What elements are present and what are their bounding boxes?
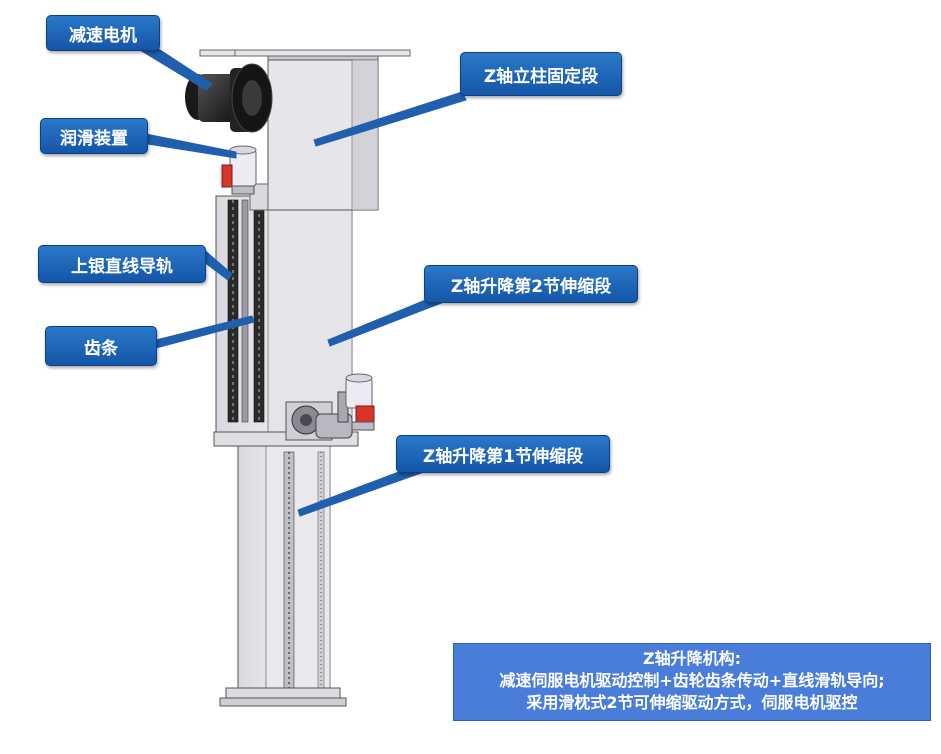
reducer-motor: [185, 63, 273, 133]
label-linear-guide: 上银直线导轨: [38, 245, 206, 283]
summary-line-2: 采用滑枕式2节可伸缩驱动方式，伺服电机驱控: [526, 693, 858, 712]
label-stage2: Z轴升降第2节伸缩段: [424, 265, 638, 303]
label-fixed-column: Z轴立柱固定段: [460, 52, 622, 96]
leader-lubrication: [145, 133, 237, 159]
fixed-column-section: [249, 55, 379, 211]
summary-line-1: 减速伺服电机驱动控制+齿轮齿条传动+直线滑轨导向;: [499, 671, 885, 690]
stage1-telescopic-section: [219, 445, 347, 707]
top-mounting-plate: [199, 49, 411, 57]
drive-gearbox-assembly: [285, 373, 375, 441]
leader-fixed-column: [313, 91, 467, 147]
label-rack: 齿条: [45, 326, 157, 366]
leader-lines: [139, 41, 467, 517]
summary-title: Z轴升降机构:: [642, 649, 741, 668]
summary-box: Z轴升降机构: 减速伺服电机驱动控制+齿轮齿条传动+直线滑轨导向; 采用滑枕式2…: [453, 643, 931, 721]
label-reducer-motor: 减速电机: [46, 15, 160, 51]
label-stage1: Z轴升降第1节伸缩段: [396, 435, 610, 473]
label-lubrication-device: 润滑装置: [40, 118, 148, 154]
